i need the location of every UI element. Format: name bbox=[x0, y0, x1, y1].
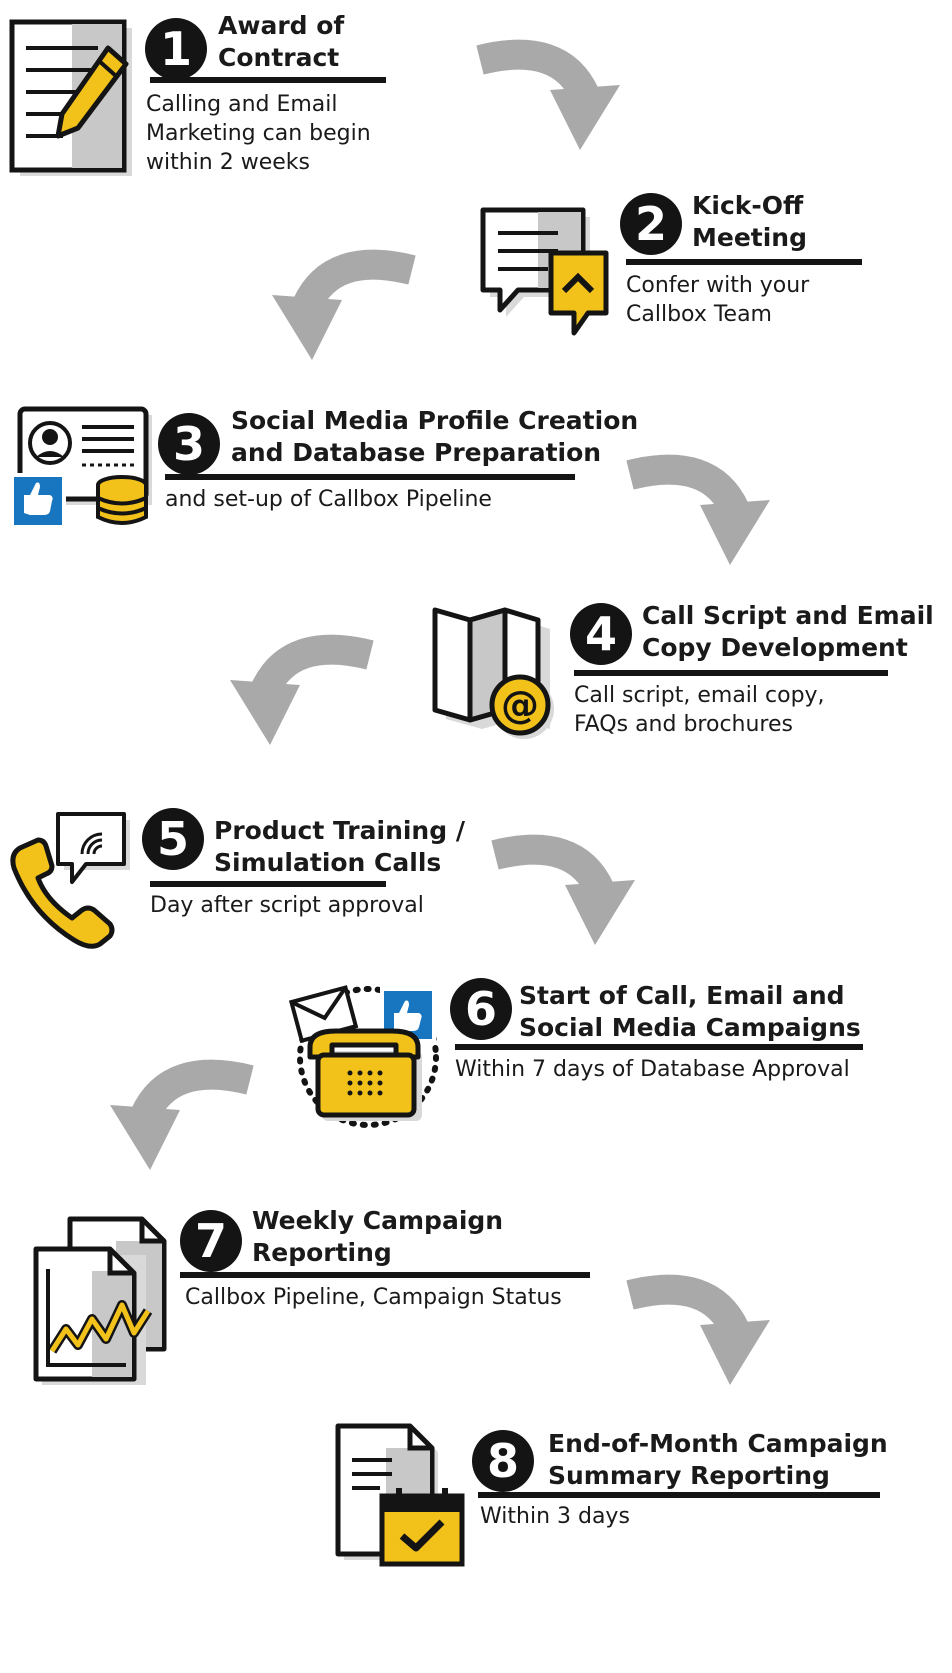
step-description: and set-up of Callbox Pipeline bbox=[165, 487, 492, 512]
step-number-badge: 4 bbox=[570, 603, 632, 665]
step-divider bbox=[180, 1272, 590, 1278]
curved-arrow-right-icon bbox=[491, 834, 635, 945]
curved-arrow-right-icon bbox=[626, 1274, 770, 1385]
step-number-badge: 2 bbox=[620, 193, 682, 255]
step-description: Call script, email copy,FAQs and brochur… bbox=[574, 683, 825, 737]
telephone-campaign-icon bbox=[288, 985, 439, 1128]
curved-arrow-right-icon bbox=[476, 39, 620, 150]
curved-arrow-left-icon bbox=[230, 634, 374, 745]
curved-arrow-right-icon bbox=[626, 454, 770, 565]
step-description: Day after script approval bbox=[150, 893, 424, 918]
step-number-badge: 7 bbox=[180, 1210, 242, 1272]
chat-bubbles-icon bbox=[480, 207, 609, 336]
step-divider bbox=[455, 1044, 863, 1050]
profile-database-icon bbox=[10, 406, 152, 529]
step-description: Within 3 days bbox=[480, 1504, 630, 1529]
step-divider bbox=[165, 474, 575, 480]
step-number-badge: 6 bbox=[450, 978, 512, 1040]
phone-signal-icon bbox=[10, 812, 130, 949]
step-title: Product Training /Simulation Calls bbox=[214, 816, 465, 877]
report-chart-icon bbox=[33, 1216, 167, 1385]
step-divider bbox=[626, 259, 862, 265]
calendar-check-icon bbox=[335, 1423, 465, 1567]
step-number-badge: 5 bbox=[142, 808, 204, 870]
step-description: Callbox Pipeline, Campaign Status bbox=[185, 1285, 562, 1310]
step-divider bbox=[478, 1492, 880, 1498]
step-number-badge: 3 bbox=[158, 413, 220, 475]
map-at-icon: @ bbox=[432, 607, 554, 739]
curved-arrow-left-icon bbox=[272, 249, 416, 360]
step-number-badge: 8 bbox=[472, 1430, 534, 1492]
step-divider bbox=[574, 670, 888, 676]
svg-text:@: @ bbox=[501, 683, 539, 727]
step-number-badge: 1 bbox=[145, 18, 207, 80]
step-divider bbox=[150, 881, 386, 887]
curved-arrow-left-icon bbox=[110, 1059, 254, 1170]
step-description: Within 7 days of Database Approval bbox=[455, 1057, 850, 1082]
document-pencil-icon bbox=[9, 19, 132, 176]
step-divider bbox=[150, 77, 386, 83]
